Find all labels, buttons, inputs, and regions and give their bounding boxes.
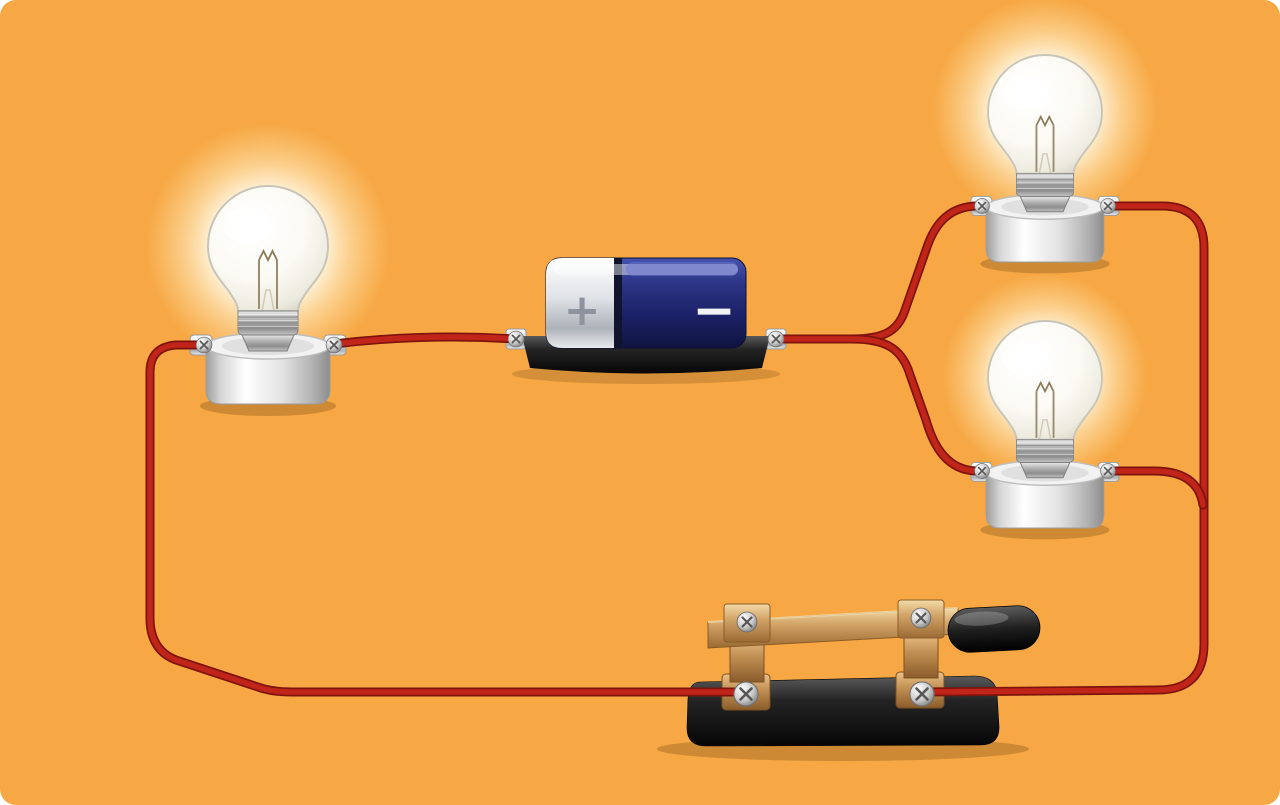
left-socket-screw-right bbox=[325, 336, 343, 354]
switch-handle bbox=[947, 605, 1041, 653]
switch-clamp-screw-left bbox=[736, 611, 758, 633]
top-socket-screw-right bbox=[1099, 197, 1117, 215]
middle-socket-screw-right bbox=[1099, 462, 1117, 480]
battery-screw-left bbox=[507, 330, 525, 348]
battery-screw-right bbox=[767, 330, 785, 348]
battery-blue-sheen bbox=[626, 262, 738, 276]
wire-middle-bulb-to-return bbox=[1103, 466, 1208, 510]
circuit-wires bbox=[145, 201, 1209, 697]
middle-socket-screw-left bbox=[973, 462, 991, 480]
battery-divider bbox=[614, 258, 622, 348]
switch-clamp-screw-right bbox=[910, 607, 932, 629]
left-socket-screw-left bbox=[195, 336, 213, 354]
wire-right-return bbox=[917, 201, 1209, 697]
wire-battery-to-middle-bulb bbox=[771, 334, 987, 476]
switch-terminal-screw-right bbox=[908, 680, 936, 708]
switch-upright-right bbox=[903, 631, 939, 679]
middle-right-bulb bbox=[943, 274, 1147, 541]
switch-terminal-screw-left bbox=[732, 680, 760, 708]
battery-negative-label: − bbox=[692, 281, 736, 341]
left-bulb bbox=[146, 124, 390, 417]
battery-positive-label: + bbox=[564, 285, 601, 336]
wire-left-bulb-to-battery bbox=[329, 332, 521, 349]
battery: + − bbox=[505, 257, 787, 384]
wire-left-loop bbox=[145, 340, 751, 697]
top-socket-screw-left bbox=[973, 197, 991, 215]
battery-positive-cap bbox=[546, 258, 618, 348]
top-right-bulb bbox=[933, 0, 1157, 275]
